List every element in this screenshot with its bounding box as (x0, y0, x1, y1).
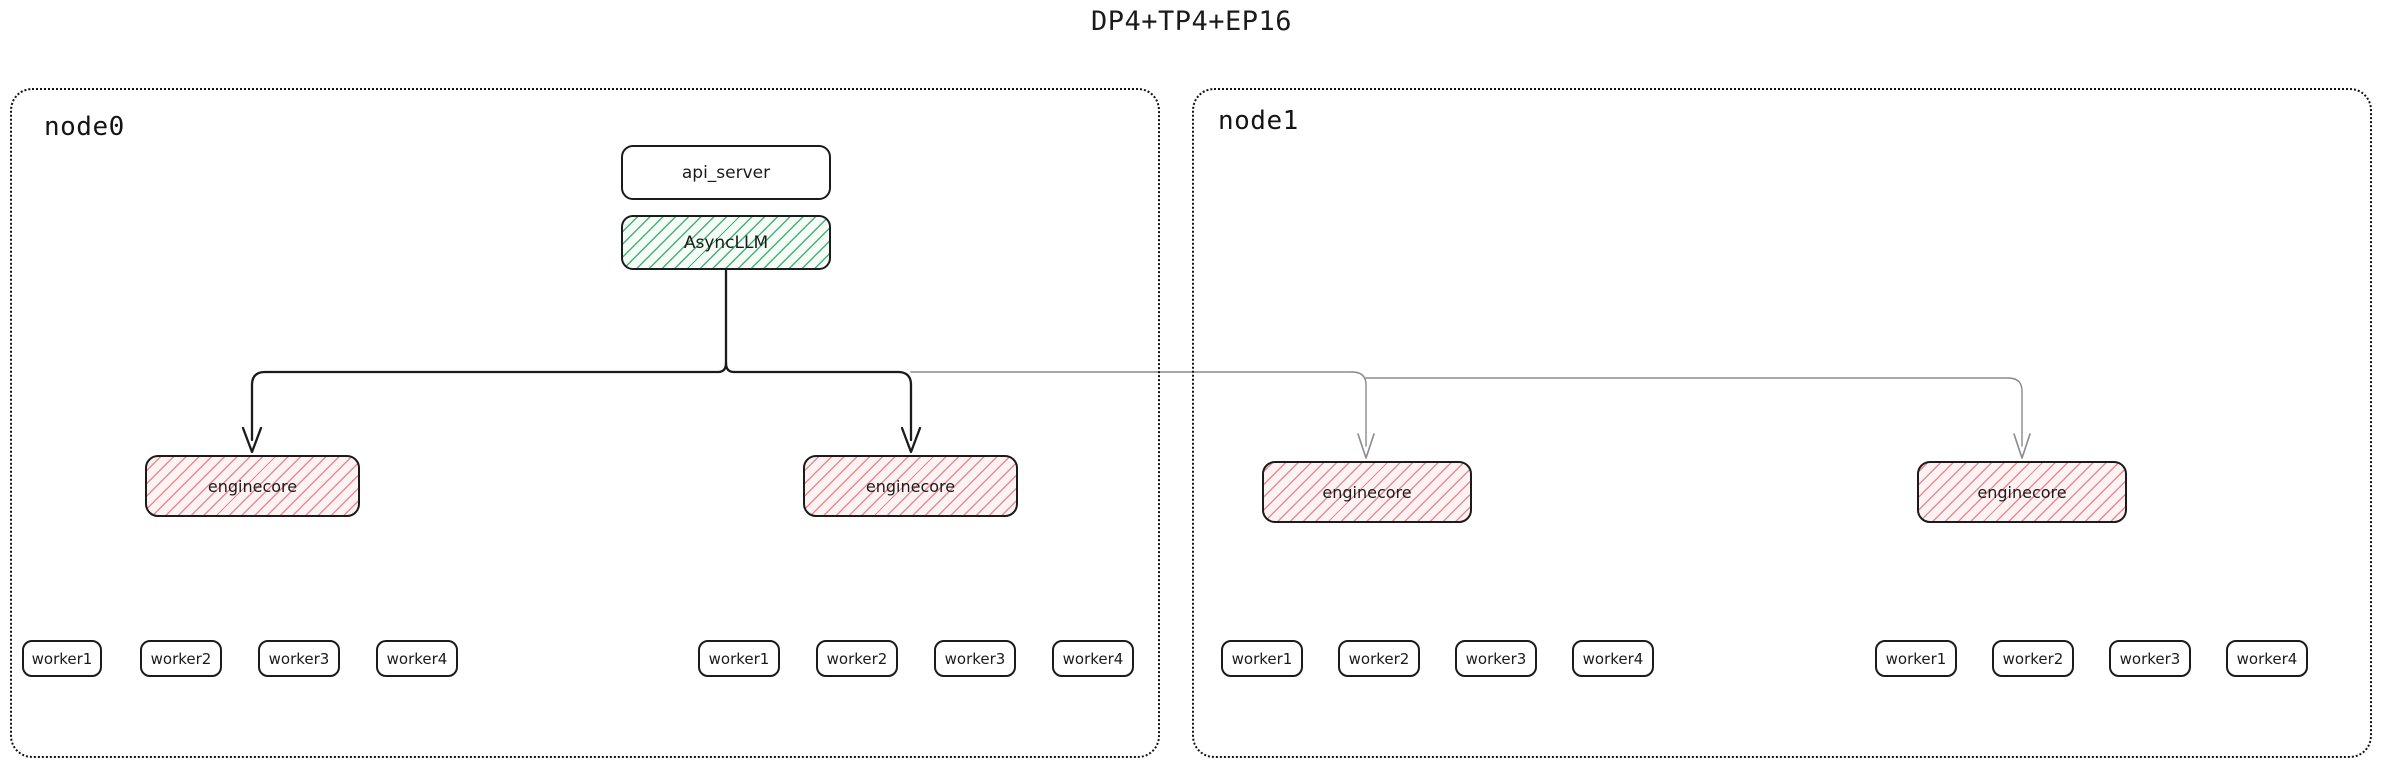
enginecore-label: enginecore (207, 476, 298, 496)
async-llm-label: AsyncLLM (683, 232, 769, 253)
worker-label: worker3 (1465, 649, 1527, 668)
worker-box[interactable]: worker3 (934, 640, 1016, 677)
worker-box[interactable]: worker1 (698, 640, 780, 677)
worker-box[interactable]: worker2 (140, 640, 222, 677)
worker-label: worker1 (708, 649, 770, 668)
worker-box[interactable]: worker4 (2226, 640, 2308, 677)
worker-label: worker1 (31, 649, 93, 668)
api-server-box[interactable]: api_server (621, 145, 831, 200)
worker-box[interactable]: worker2 (1992, 640, 2074, 677)
enginecore-box-node1-0[interactable]: enginecore (1262, 461, 1472, 523)
worker-box[interactable]: worker1 (1875, 640, 1957, 677)
enginecore-label: enginecore (865, 476, 956, 496)
node-container-node0 (10, 88, 1160, 758)
worker-label: worker4 (1582, 649, 1644, 668)
node-label-node1: node1 (1218, 106, 1299, 136)
worker-box[interactable]: worker1 (22, 640, 102, 677)
node-container-node1 (1192, 88, 2372, 758)
enginecore-label: enginecore (1977, 482, 2067, 502)
worker-label: worker4 (386, 649, 448, 668)
worker-box[interactable]: worker2 (1338, 640, 1420, 677)
worker-box[interactable]: worker1 (1221, 640, 1303, 677)
worker-label: worker4 (2236, 649, 2298, 668)
worker-box[interactable]: worker3 (258, 640, 340, 677)
worker-box[interactable]: worker4 (1572, 640, 1654, 677)
node-label-node0: node0 (44, 112, 125, 142)
enginecore-box-node0-0[interactable]: enginecore (145, 455, 360, 517)
worker-label: worker1 (1231, 649, 1293, 668)
api-server-label: api_server (681, 162, 771, 183)
worker-label: worker2 (2002, 649, 2064, 668)
enginecore-box-node0-1[interactable]: enginecore (803, 455, 1018, 517)
worker-label: worker4 (1062, 649, 1124, 668)
page-title: DP4+TP4+EP16 (1090, 6, 1293, 37)
worker-box[interactable]: worker3 (1455, 640, 1537, 677)
worker-box[interactable]: worker4 (1052, 640, 1134, 677)
worker-label: worker2 (150, 649, 212, 668)
async-llm-box[interactable]: AsyncLLM (621, 215, 831, 270)
worker-label: worker3 (268, 649, 330, 668)
worker-label: worker3 (944, 649, 1006, 668)
worker-label: worker2 (826, 649, 888, 668)
enginecore-label: enginecore (1322, 482, 1412, 502)
worker-box[interactable]: worker3 (2109, 640, 2191, 677)
worker-label: worker3 (2119, 649, 2181, 668)
worker-box[interactable]: worker2 (816, 640, 898, 677)
worker-box[interactable]: worker4 (376, 640, 458, 677)
worker-label: worker1 (1885, 649, 1947, 668)
enginecore-box-node1-1[interactable]: enginecore (1917, 461, 2127, 523)
worker-label: worker2 (1348, 649, 1410, 668)
